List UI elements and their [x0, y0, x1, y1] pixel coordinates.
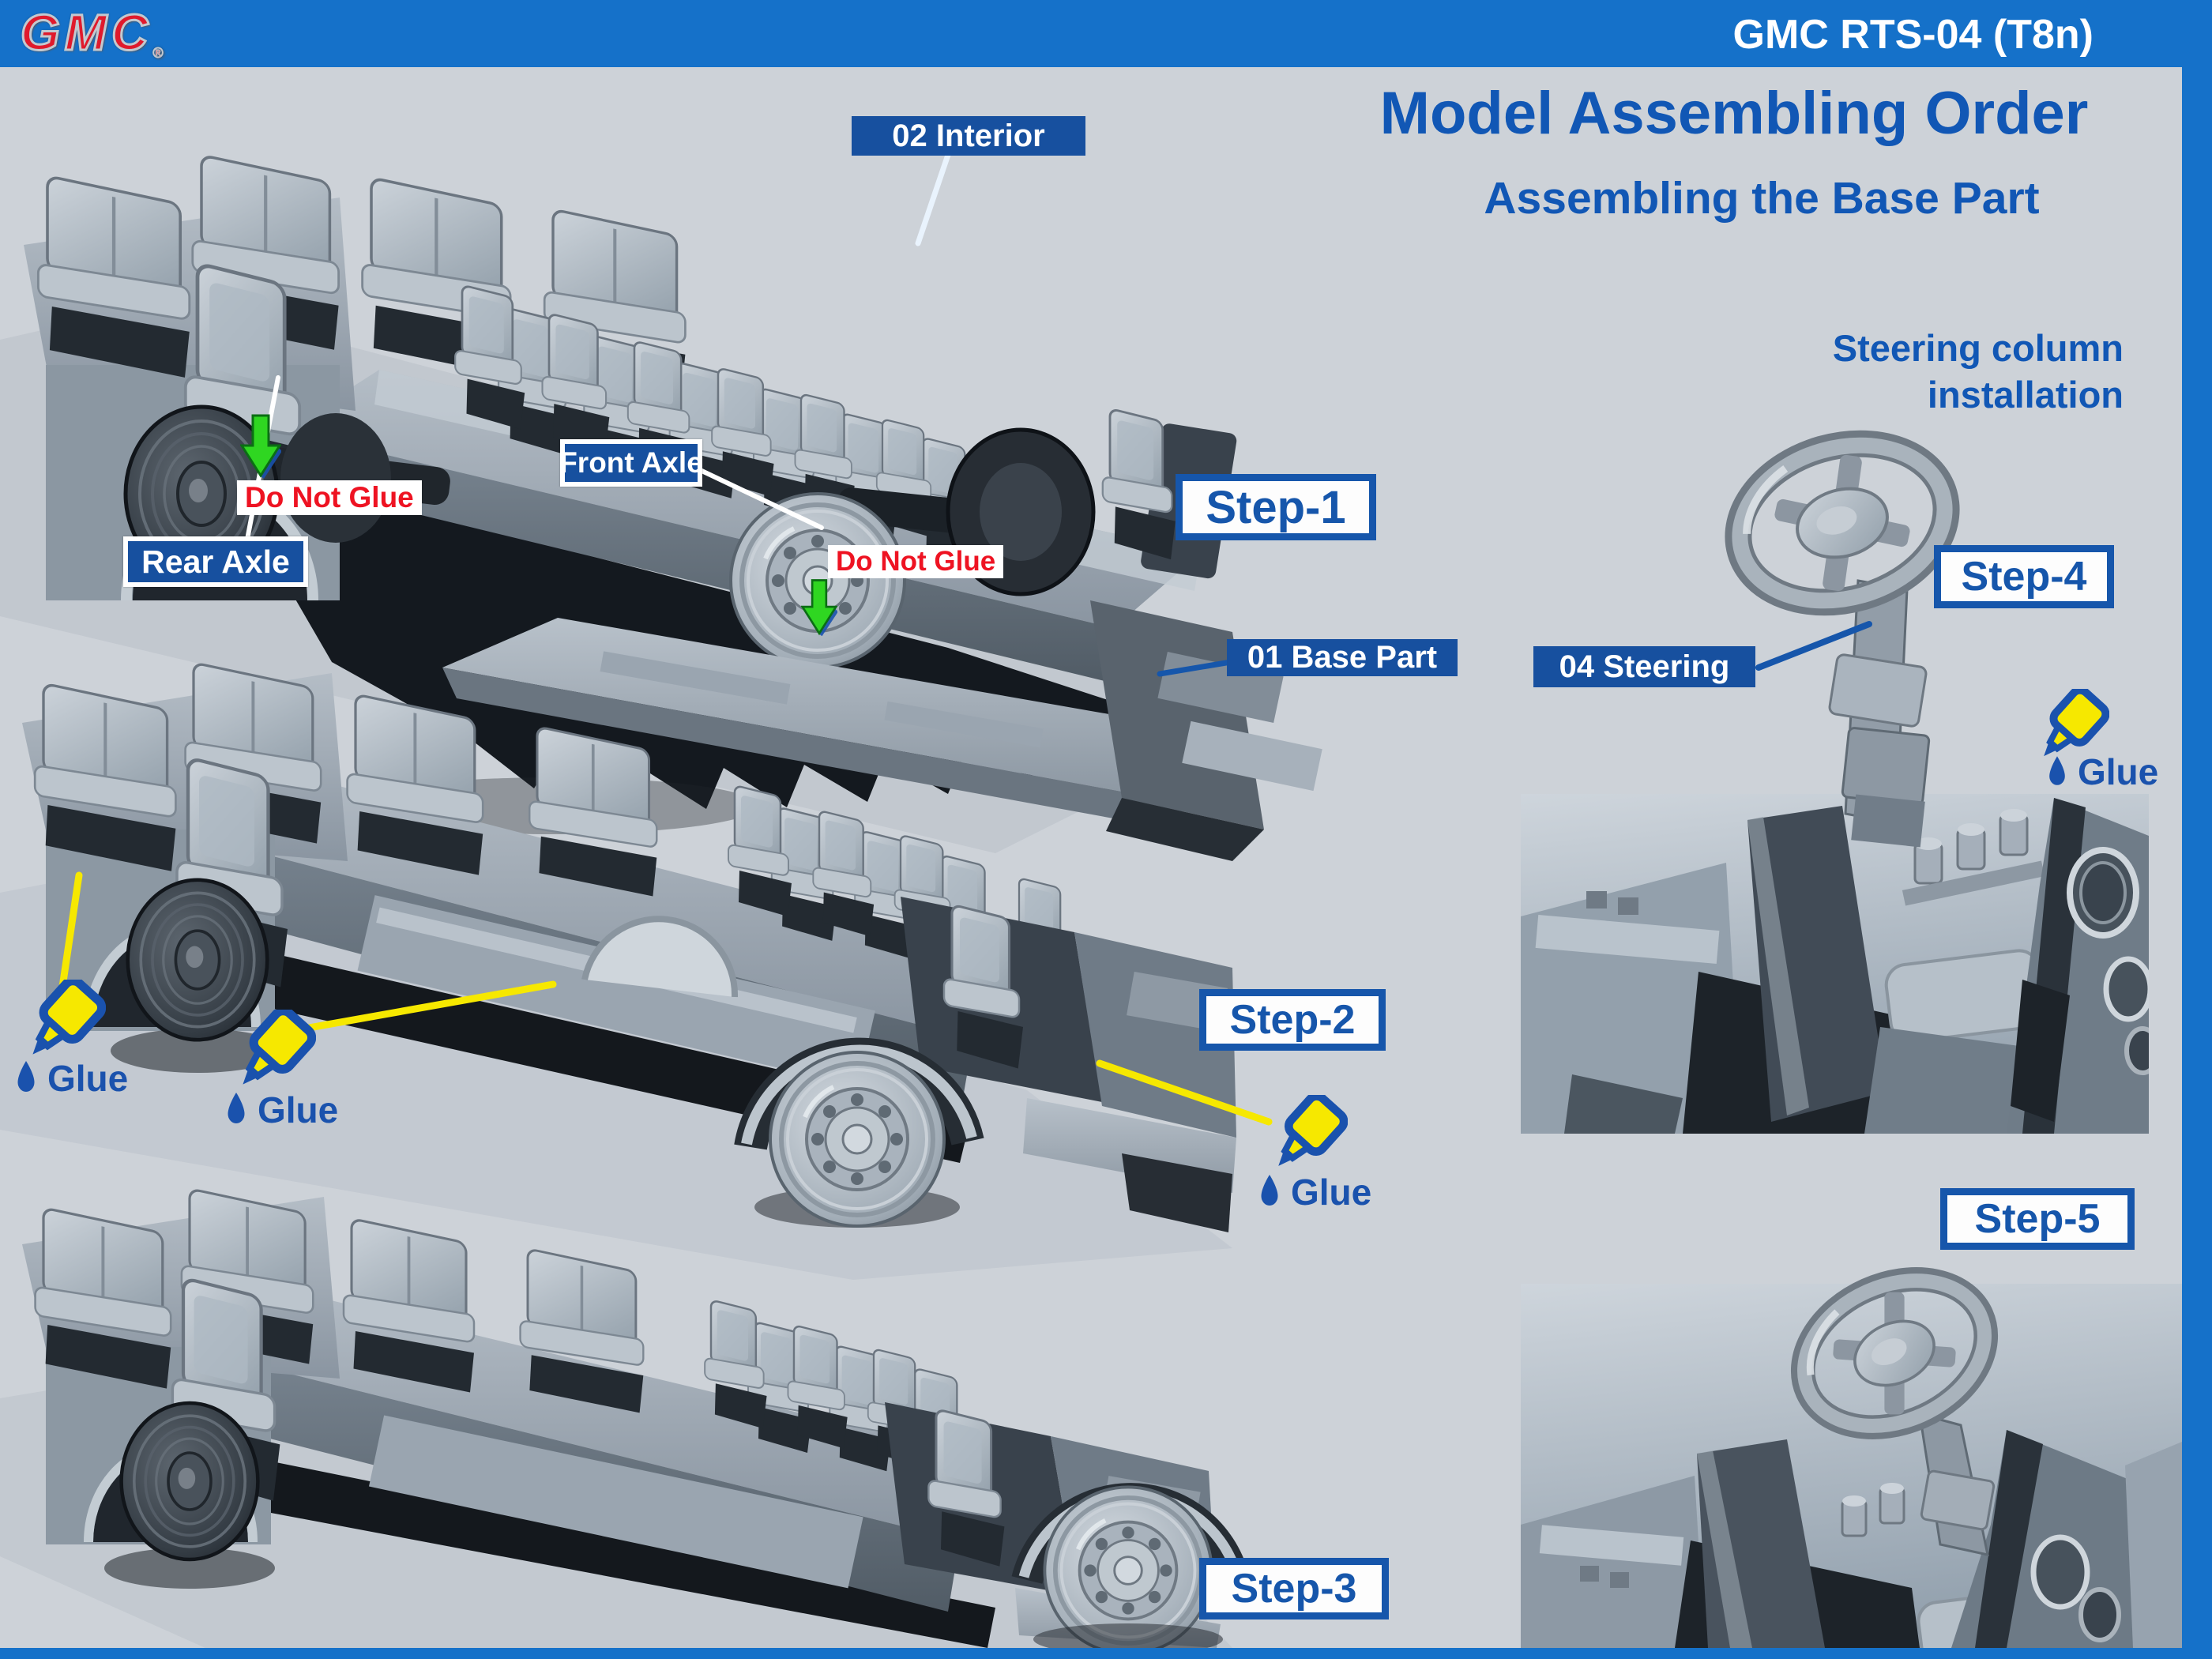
label-front-axle: Front Axle — [559, 439, 703, 487]
label-interior: 02 Interior — [852, 116, 1085, 156]
step-2-badge: Step-2 — [1199, 989, 1386, 1051]
bus-render-step3 — [22, 1187, 1248, 1655]
glue-bottle-icon — [32, 980, 106, 1055]
glue-leader-3 — [1096, 1059, 1273, 1126]
dashboard-render-step5 — [1521, 1251, 2182, 1648]
glue-leader-2 — [274, 980, 557, 1037]
steering-note-line2: installation — [1927, 373, 2124, 416]
do-not-glue-warning: Do Not Glue — [828, 545, 1004, 578]
registered-mark: ® — [152, 45, 168, 62]
glue-bottle-icon — [243, 1010, 316, 1085]
leader-line-steering — [1755, 621, 1872, 671]
bottom-frame-border — [0, 1648, 2212, 1659]
glue-label: Glue — [1291, 1172, 1372, 1213]
gmc-logo: GMC® — [19, 3, 168, 62]
leader-line-base-part — [1157, 659, 1234, 677]
gmc-logo-text: GMC — [19, 3, 153, 62]
step-1-badge: Step-1 — [1176, 474, 1376, 540]
step-4-badge: Step-4 — [1934, 545, 2114, 608]
glue-drop-icon — [1261, 1175, 1278, 1206]
right-frame-border — [2182, 0, 2212, 1659]
label-rear-axle: Rear Axle — [123, 536, 308, 587]
green-arrow-icon — [801, 577, 837, 638]
glue-drop-icon — [2049, 756, 2065, 785]
step-5-badge: Step-5 — [1940, 1188, 2135, 1250]
glue-drop-icon — [228, 1093, 245, 1123]
dashboard-render-step4 — [1521, 420, 2149, 1134]
glue-leader-1 — [58, 871, 83, 996]
model-title: GMC RTS-04 (T8n) — [1732, 12, 2094, 58]
page-title: Model Assembling Order — [1379, 80, 2089, 147]
steering-note-line1: Steering column — [1832, 327, 2124, 369]
label-base-part: 01 Base Part — [1227, 639, 1458, 676]
label-steering: 04 Steering — [1533, 646, 1755, 687]
leader-line-front-axle — [693, 465, 824, 530]
glue-bottle-icon — [2044, 689, 2109, 757]
leader-line-interior — [915, 152, 951, 246]
glue-drop-icon — [17, 1061, 35, 1092]
green-arrow-icon — [240, 414, 281, 479]
glue-label: Glue — [258, 1089, 339, 1130]
page-subtitle: Assembling the Base Part — [1484, 173, 2040, 224]
bus-render-step2 — [22, 660, 1236, 1232]
header-bar — [0, 0, 2212, 67]
glue-bottle-icon — [1278, 1095, 1348, 1166]
glue-label: Glue — [47, 1058, 129, 1099]
step-3-badge: Step-3 — [1199, 1558, 1389, 1620]
glue-label: Glue — [2078, 751, 2159, 792]
do-not-glue-warning: Do Not Glue — [237, 480, 422, 515]
steering-note: Steering column installation — [1833, 325, 2124, 419]
